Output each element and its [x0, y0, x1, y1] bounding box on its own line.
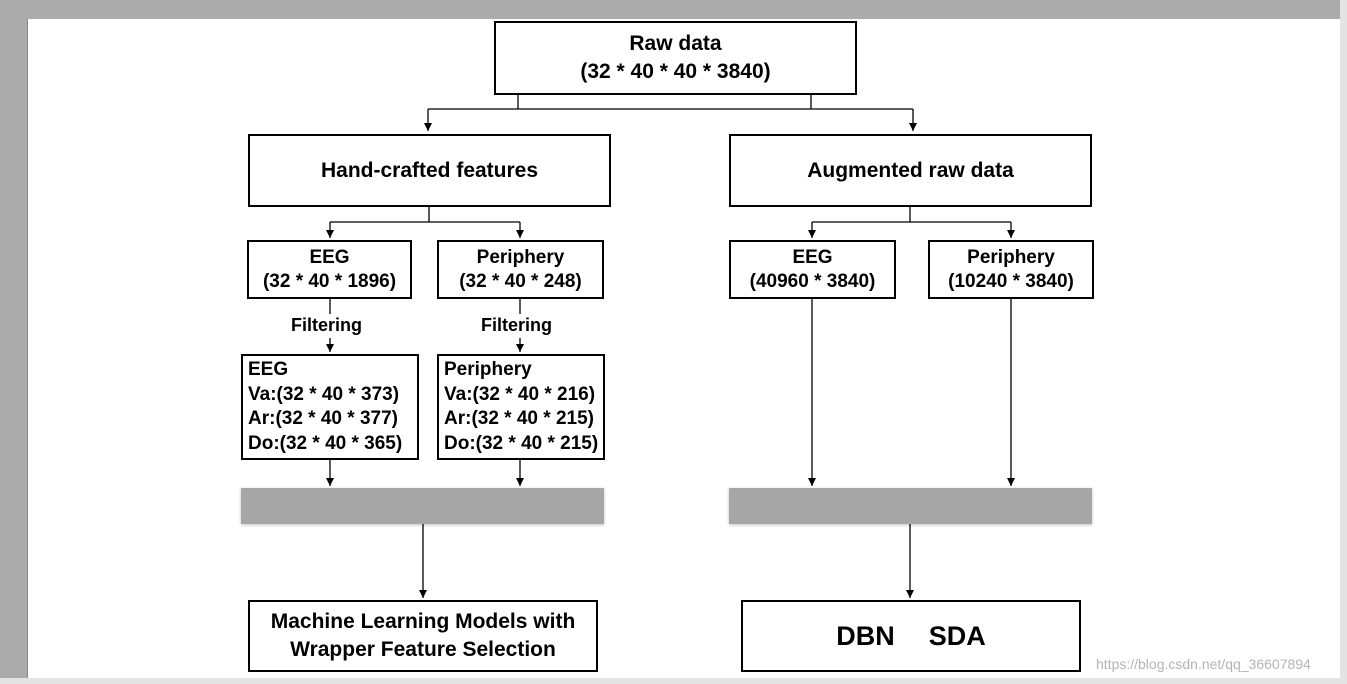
filtered-periphery-box: Periphery Va:(32 * 40 * 216) Ar:(32 * 40… — [437, 354, 605, 460]
window-edge-bottom — [0, 678, 1347, 684]
hc-eeg-box: EEG (32 * 40 * 1896) — [247, 240, 412, 299]
filtered-periphery-va: Va:(32 * 40 * 216) — [444, 383, 596, 405]
augmented-raw-data-box: Augmented raw data — [729, 134, 1092, 207]
filtered-eeg-do: Do:(32 * 40 * 365) — [248, 432, 403, 454]
hc-periphery-box: Periphery (32 * 40 * 248) — [437, 240, 604, 299]
aug-eeg-box: EEG (40960 * 3840) — [729, 240, 896, 299]
window-edge-right — [1340, 0, 1347, 684]
filtered-periphery-ar: Ar:(32 * 40 * 215) — [444, 408, 594, 429]
aug-periphery-box: Periphery (10240 * 3840) — [928, 240, 1094, 299]
hc-eeg-title: EEG — [309, 246, 350, 268]
ml-models-box: Machine Learning Models with Wrapper Fea… — [248, 600, 598, 672]
feature-concat-bar-left — [241, 488, 604, 524]
hand-crafted-features-box: Hand-crafted features — [248, 134, 611, 207]
filtered-eeg-ar: Ar:(32 * 40 * 377) — [248, 408, 398, 429]
aug-eeg-title: EEG — [792, 246, 833, 268]
filtered-periphery-do: Do:(32 * 40 * 215) — [444, 432, 599, 454]
hc-periphery-title: Periphery — [476, 246, 565, 268]
raw-data-dims: (32 * 40 * 40 * 3840) — [580, 60, 771, 83]
aug-eeg-dims: (40960 * 3840) — [749, 270, 876, 292]
aug-periphery-title: Periphery — [967, 246, 1055, 268]
filtering-label-periphery: Filtering — [481, 315, 552, 335]
deep-models-box: DBN SDA — [741, 600, 1081, 672]
raw-data-box: Raw data (32 * 40 * 40 * 3840) — [494, 21, 857, 95]
ml-models-line1: Machine Learning Models with — [270, 610, 576, 633]
watermark: https://blog.csdn.net/qq_36607894 — [1096, 656, 1311, 672]
diagram-canvas — [27, 19, 1341, 678]
feature-concat-bar-right — [729, 488, 1092, 524]
hc-periphery-dims: (32 * 40 * 248) — [459, 270, 582, 292]
hand-crafted-features-title: Hand-crafted features — [320, 158, 539, 182]
filtered-eeg-box: EEG Va:(32 * 40 * 373) Ar:(32 * 40 * 377… — [241, 354, 419, 460]
filtering-label-eeg: Filtering — [291, 315, 362, 335]
hc-eeg-dims: (32 * 40 * 1896) — [262, 270, 397, 292]
ml-models-line2: Wrapper Feature Selection — [290, 638, 556, 661]
filtered-eeg-title: EEG — [248, 359, 289, 380]
raw-data-title: Raw data — [629, 32, 722, 55]
aug-periphery-dims: (10240 * 3840) — [948, 270, 1074, 292]
augmented-raw-data-title: Augmented raw data — [807, 158, 1014, 182]
sda-label: SDA — [928, 621, 986, 651]
filtered-periphery-title: Periphery — [444, 359, 532, 380]
dbn-label: DBN — [836, 621, 895, 651]
filtered-eeg-va: Va:(32 * 40 * 373) — [248, 383, 400, 405]
